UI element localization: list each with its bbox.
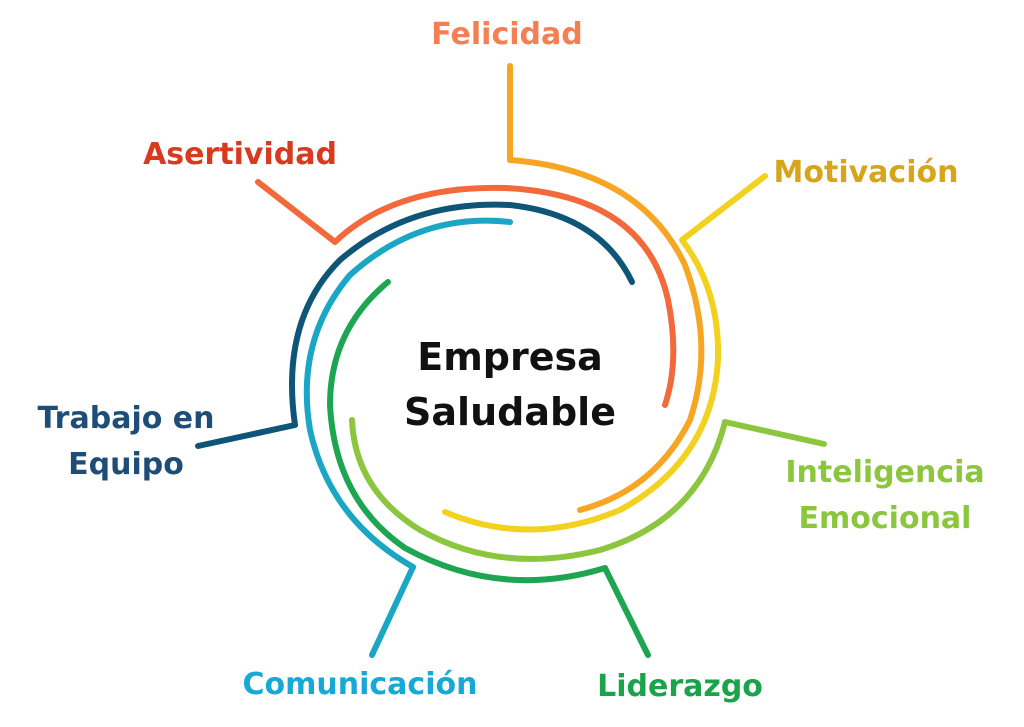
label-comunicacion: Comunicación [243,667,478,702]
center-title-line2: Saludable [404,390,616,434]
inteligencia-arc [349,417,728,562]
liderazgo-arc [326,279,608,584]
trabajo-arc [289,201,635,428]
label-trabajo-line1: Trabajo en [38,401,215,436]
felicidad-arc [507,157,705,513]
center-title-line1: Empresa [417,335,603,379]
label-asertividad: Asertividad [143,137,337,172]
asertividad-arc [332,184,677,408]
comunicacion-leader [369,564,416,658]
label-trabajo-line2: Equipo [68,447,184,482]
liderazgo-leader [602,565,651,658]
label-liderazgo: Liderazgo [597,669,763,704]
label-inteligencia-line2: Emocional [799,501,972,536]
motivacion-leader [679,173,768,243]
motivacion-arc [442,237,722,533]
label-inteligencia-line1: Inteligencia [785,455,984,490]
inteligencia-leader [722,419,827,447]
label-felicidad: Felicidad [431,17,582,52]
trabajo-leader [195,422,298,449]
comunicacion-arc [303,217,513,570]
asertividad-leader [255,179,338,245]
label-motivacion: Motivación [774,155,959,190]
